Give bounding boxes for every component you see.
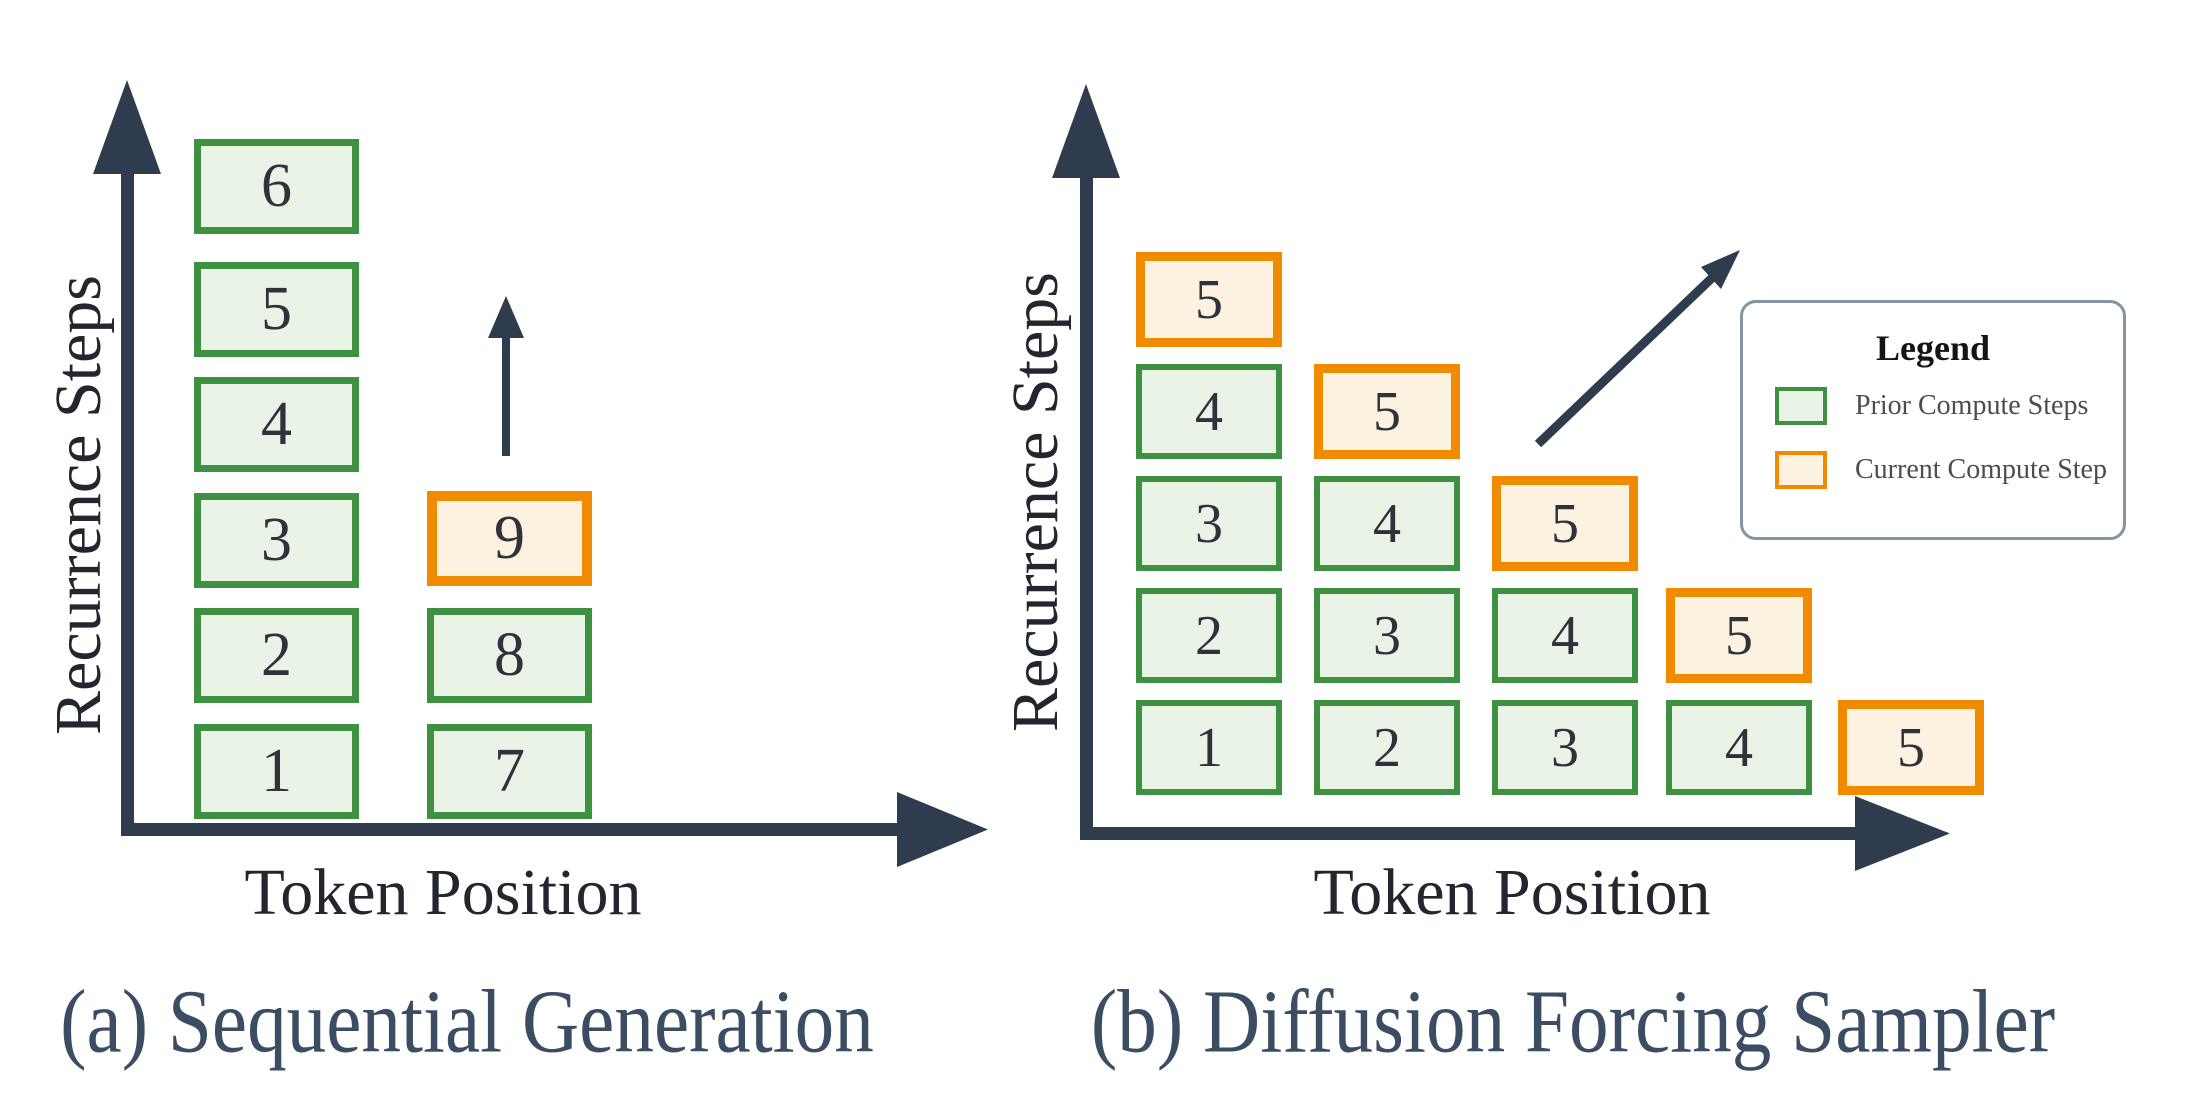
token-box: 6 bbox=[194, 139, 359, 234]
token-box: 1 bbox=[1136, 700, 1282, 795]
legend-title: Legend bbox=[1875, 328, 1990, 368]
token-box: 4 bbox=[1492, 588, 1638, 683]
token-box: 4 bbox=[194, 377, 359, 472]
panel-a-caption: (a) Sequential Generation bbox=[60, 972, 874, 1072]
token-box-current: 5 bbox=[1666, 588, 1812, 683]
token-box-current: 9 bbox=[427, 491, 592, 586]
token-box: 5 bbox=[194, 262, 359, 357]
panel-b-caption: (b) Diffusion Forcing Sampler bbox=[1090, 972, 2056, 1072]
legend-item-label: Current Compute Step bbox=[1855, 454, 2107, 485]
panel-b-y-axis-arrowhead-icon bbox=[1052, 84, 1120, 178]
token-box-current: 5 bbox=[1136, 252, 1282, 347]
panel-a-next-step-arrowhead-icon bbox=[488, 296, 524, 338]
prior-compute-swatch-icon bbox=[1775, 387, 1827, 425]
token-box-current: 5 bbox=[1492, 476, 1638, 571]
legend-item: Prior Compute Steps bbox=[1775, 387, 2088, 425]
panel-a-y-axis-label: Recurrence Steps bbox=[42, 275, 115, 735]
panel-a-y-axis-arrowhead-icon bbox=[93, 80, 161, 174]
legend-box: Legend Prior Compute Steps Current Compu… bbox=[1740, 300, 2126, 540]
token-box: 3 bbox=[1136, 476, 1282, 571]
panel-b-progression-arrowhead-icon bbox=[1701, 250, 1740, 289]
token-box-current: 5 bbox=[1838, 700, 1984, 795]
panel-a-x-axis-label: Token Position bbox=[244, 856, 642, 929]
token-box: 2 bbox=[1136, 588, 1282, 683]
token-box: 7 bbox=[427, 724, 592, 819]
token-box: 2 bbox=[194, 608, 359, 703]
token-box: 4 bbox=[1314, 476, 1460, 571]
legend-item: Current Compute Step bbox=[1775, 451, 2107, 489]
token-box: 2 bbox=[1314, 700, 1460, 795]
token-box: 3 bbox=[1314, 588, 1460, 683]
current-compute-swatch-icon bbox=[1775, 451, 1827, 489]
token-box: 1 bbox=[194, 724, 359, 819]
legend-item-label: Prior Compute Steps bbox=[1855, 390, 2089, 421]
token-box-current: 5 bbox=[1314, 364, 1460, 459]
token-box: 4 bbox=[1666, 700, 1812, 795]
panel-b-x-axis-arrowhead-icon bbox=[1855, 796, 1950, 871]
token-box: 3 bbox=[194, 493, 359, 588]
token-box: 4 bbox=[1136, 364, 1282, 459]
token-box: 3 bbox=[1492, 700, 1638, 795]
panel-b-y-axis-label: Recurrence Steps bbox=[999, 272, 1072, 732]
panel-b-x-axis-label: Token Position bbox=[1313, 856, 1711, 929]
panel-a-x-axis-arrowhead-icon bbox=[897, 792, 988, 867]
panel-b-progression-arrow bbox=[1534, 272, 1718, 448]
token-box: 8 bbox=[427, 608, 592, 703]
